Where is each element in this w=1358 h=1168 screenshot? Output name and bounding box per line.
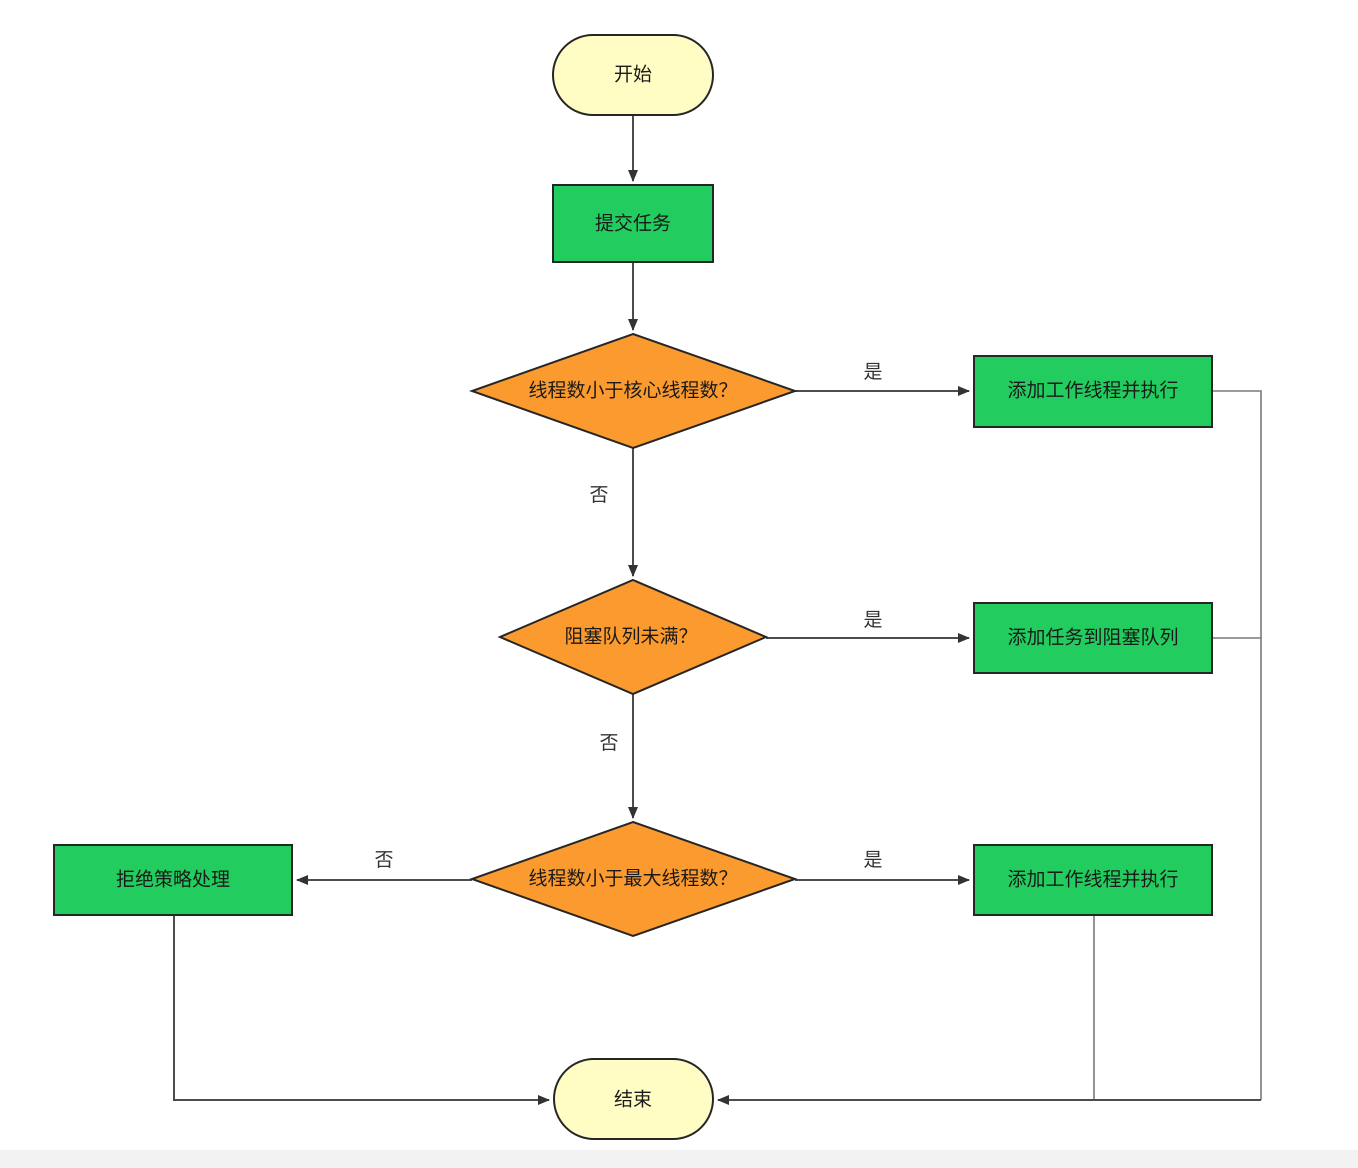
node-reject: 拒绝策略处理 bbox=[53, 844, 293, 916]
edge-label-core-yes: 是 bbox=[863, 361, 882, 383]
check-max-diamond bbox=[469, 820, 799, 938]
add-to-queue-shape bbox=[973, 602, 1213, 674]
start-label: 开始 bbox=[614, 64, 652, 86]
node-start: 开始 bbox=[552, 34, 714, 116]
add-core-worker-label: 添加工作线程并执行 bbox=[1007, 380, 1178, 402]
node-submit-task: 提交任务 bbox=[552, 184, 714, 263]
end-label: 结束 bbox=[614, 1089, 652, 1111]
reject-label: 拒绝策略处理 bbox=[116, 869, 230, 891]
check-max-label: 线程数小于最大线程数？ bbox=[528, 868, 737, 890]
edge-label-max-yes: 是 bbox=[863, 849, 882, 871]
edge-label-queue-no: 否 bbox=[599, 732, 618, 754]
edge-label-max-no: 否 bbox=[374, 849, 393, 871]
check-queue-label: 阻塞队列未满？ bbox=[564, 626, 697, 648]
node-add-max-worker: 添加工作线程并执行 bbox=[973, 844, 1213, 916]
add-max-worker-label: 添加工作线程并执行 bbox=[1007, 869, 1178, 891]
add-to-queue-label: 添加任务到阻塞队列 bbox=[1007, 627, 1178, 649]
check-core-diamond bbox=[469, 332, 799, 450]
node-check-core: 线程数小于核心线程数？ bbox=[469, 332, 799, 450]
edge-label-core-no: 否 bbox=[589, 484, 608, 506]
add-core-worker-shape bbox=[973, 355, 1213, 428]
edge-label-queue-yes: 是 bbox=[863, 609, 882, 631]
edge-reject-to-end bbox=[173, 915, 550, 1105]
reject-shape bbox=[53, 844, 293, 916]
node-end: 结束 bbox=[553, 1058, 714, 1140]
bottom-strip bbox=[0, 1150, 1358, 1168]
check-core-label: 线程数小于核心线程数？ bbox=[528, 380, 737, 402]
node-check-queue: 阻塞队列未满？ bbox=[497, 578, 769, 696]
submit-task-label: 提交任务 bbox=[595, 213, 671, 235]
check-queue-diamond bbox=[497, 578, 769, 696]
add-max-worker-shape bbox=[973, 844, 1213, 916]
submit-task-shape bbox=[552, 184, 714, 263]
edge-core-worker-to-end bbox=[1213, 390, 1262, 1100]
node-check-max: 线程数小于最大线程数？ bbox=[469, 820, 799, 938]
start-terminal-shape bbox=[552, 34, 714, 116]
node-add-to-queue: 添加任务到阻塞队列 bbox=[973, 602, 1213, 674]
end-terminal-shape bbox=[553, 1058, 714, 1140]
node-add-core-worker: 添加工作线程并执行 bbox=[973, 355, 1213, 428]
